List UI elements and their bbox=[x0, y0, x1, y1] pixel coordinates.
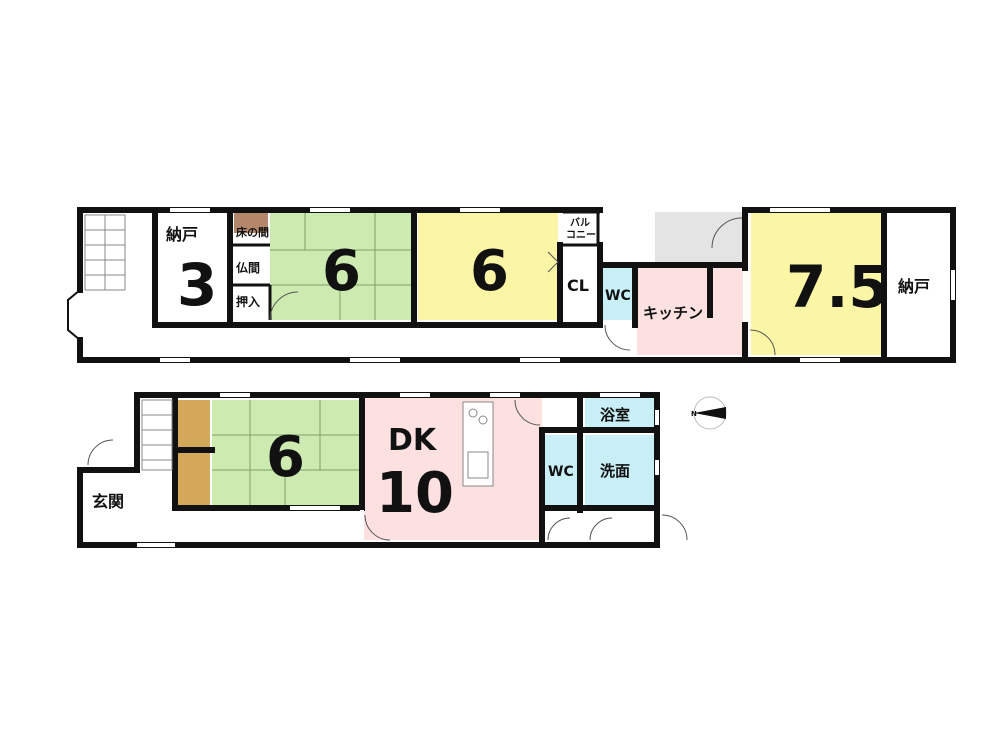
large-room-fill bbox=[751, 213, 881, 355]
balcony-hatch bbox=[655, 212, 742, 262]
balcony-label-2: コニー bbox=[566, 230, 596, 241]
closet-label: CL bbox=[567, 276, 589, 295]
bath-label: 浴室 bbox=[600, 406, 630, 424]
butsuma-label: 仏間 bbox=[236, 261, 260, 275]
dk-fill bbox=[362, 398, 542, 540]
western-room-fill bbox=[418, 213, 558, 320]
tokonoma-fill bbox=[234, 213, 268, 233]
western-size-upper: 6 bbox=[470, 239, 509, 304]
stairs-lower bbox=[141, 399, 173, 471]
storage-left-size: 3 bbox=[177, 251, 217, 319]
dk-label: DK bbox=[388, 423, 438, 458]
kitchen-fill bbox=[637, 268, 743, 355]
stairs-upper bbox=[84, 214, 126, 291]
storage-right-label: 納戸 bbox=[898, 277, 930, 296]
tatami-size-upper: 6 bbox=[322, 239, 361, 304]
wc-lower-fill bbox=[545, 435, 577, 505]
bay-window bbox=[67, 289, 81, 341]
wc-lower-label: WC bbox=[548, 464, 574, 480]
bath-fill bbox=[585, 398, 657, 430]
entrance-label: 玄関 bbox=[92, 492, 124, 511]
wc-upper-label: WC bbox=[605, 288, 631, 304]
dk-size: 10 bbox=[376, 461, 454, 526]
upper-floor: 納戸 3 床の間 仏間 押入 6 6 バル コニー CL WC キッチン 7.5… bbox=[67, 207, 956, 363]
compass-north-letter: N bbox=[691, 410, 697, 418]
tatami-size-lower: 6 bbox=[266, 425, 305, 490]
balcony-label-1: バル bbox=[570, 217, 590, 229]
oshiire-label: 押入 bbox=[236, 294, 260, 309]
tatami-room-fill bbox=[270, 213, 412, 320]
tokonoma-label: 床の間 bbox=[236, 225, 269, 239]
kitchen-label: キッチン bbox=[643, 304, 703, 322]
compass-icon: N bbox=[691, 396, 727, 430]
washroom-label: 洗面 bbox=[600, 462, 630, 480]
lower-floor: 玄関 6 DK 10 WC 浴室 洗面 bbox=[77, 392, 688, 548]
large-room-size: 7.5 bbox=[786, 253, 889, 321]
tatami-room-lower-fill bbox=[212, 400, 360, 505]
storage-left-label: 納戸 bbox=[166, 225, 198, 244]
wc-upper-fill bbox=[603, 268, 635, 320]
wash-fill bbox=[585, 435, 657, 505]
